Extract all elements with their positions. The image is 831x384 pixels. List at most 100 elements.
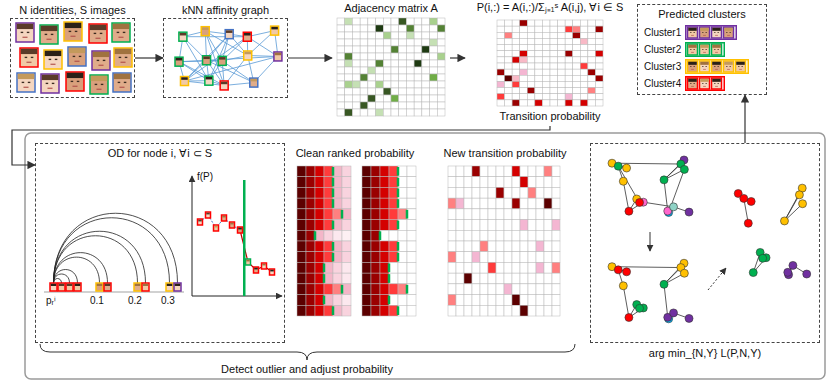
matrix-cell bbox=[536, 241, 544, 252]
matrix-cell bbox=[573, 75, 581, 81]
face-hair bbox=[221, 82, 228, 85]
matrix-cell bbox=[333, 198, 342, 209]
matrix-cell bbox=[496, 295, 504, 306]
graph-edge bbox=[184, 56, 277, 81]
matrix-cell bbox=[504, 209, 512, 220]
face-mouth bbox=[95, 38, 100, 39]
optimization-panel: arg min_{N,Y} L(P,N,Y) bbox=[590, 143, 820, 343]
matrix-cell bbox=[505, 69, 513, 75]
matrix-cell bbox=[472, 273, 480, 284]
matrix-cell bbox=[588, 20, 596, 26]
matrix-cell bbox=[430, 60, 438, 67]
cutoff-mark bbox=[388, 263, 391, 272]
face-eye bbox=[730, 32, 731, 34]
matrix-cell bbox=[520, 198, 528, 209]
matrix-cell bbox=[398, 273, 407, 284]
matrix-cell bbox=[306, 273, 315, 284]
matrix-cell bbox=[504, 262, 512, 273]
graph-node bbox=[795, 191, 803, 199]
graph-node bbox=[619, 282, 627, 290]
face-hair bbox=[244, 33, 251, 36]
matrix-cell bbox=[315, 220, 324, 231]
matrix-cell bbox=[368, 18, 376, 25]
matrix-cell bbox=[520, 20, 528, 26]
matrix-cell bbox=[464, 284, 472, 295]
face-hair bbox=[180, 33, 187, 36]
matrix-cell bbox=[580, 69, 588, 75]
face-eye bbox=[718, 66, 719, 68]
graph-node bbox=[619, 177, 627, 185]
matrix-cell bbox=[437, 46, 445, 53]
matrix-cell bbox=[414, 60, 422, 67]
matrix-cell bbox=[552, 187, 560, 198]
matrix-cell bbox=[333, 220, 342, 231]
cluster-row: Cluster3 bbox=[644, 59, 762, 74]
matrix-cell bbox=[337, 109, 345, 116]
matrix-cell bbox=[580, 63, 588, 69]
face-mouth bbox=[72, 86, 77, 87]
matrix-cell bbox=[528, 273, 536, 284]
cutoff-mark bbox=[406, 210, 409, 219]
matrix-cell bbox=[383, 67, 391, 74]
face-hair bbox=[271, 27, 278, 30]
matrix-cell bbox=[360, 102, 368, 109]
matrix-cell bbox=[368, 32, 376, 39]
cutoff-mark bbox=[397, 178, 400, 187]
face-eye bbox=[22, 82, 25, 83]
matrix-cell bbox=[505, 75, 513, 81]
matrix-cell bbox=[542, 75, 550, 81]
matrix-cell bbox=[497, 38, 505, 44]
face-eye bbox=[100, 33, 103, 34]
graph-node bbox=[740, 194, 748, 202]
matrix-cell bbox=[595, 63, 603, 69]
face-eye bbox=[714, 49, 715, 51]
matrix-cell bbox=[488, 305, 496, 316]
matrix-cell bbox=[306, 305, 315, 316]
matrix-cell bbox=[535, 100, 543, 106]
matrix-cell bbox=[595, 88, 603, 94]
matrix-cell bbox=[456, 198, 464, 209]
matrix-cell bbox=[380, 177, 389, 188]
matrix-cell bbox=[497, 57, 505, 63]
face-eye bbox=[702, 32, 703, 34]
matrix-cell bbox=[542, 32, 550, 38]
face-hair bbox=[262, 264, 266, 266]
matrix-cell bbox=[398, 284, 407, 295]
face-eye bbox=[103, 60, 106, 61]
cutoff-mark bbox=[397, 253, 400, 262]
matrix-cell bbox=[528, 187, 536, 198]
matrix-cell bbox=[380, 166, 389, 177]
matrix-cell bbox=[448, 209, 456, 220]
matrix-cell bbox=[573, 88, 581, 94]
matrix-cell bbox=[383, 81, 391, 88]
matrix-cell bbox=[383, 39, 391, 46]
matrix-cell bbox=[437, 25, 445, 32]
face-thumbnail bbox=[58, 283, 65, 291]
matrix-cell bbox=[297, 305, 306, 316]
matrix-cell bbox=[504, 241, 512, 252]
cutoff-mark bbox=[388, 274, 391, 283]
matrix-block: P(i,:) = A(i,:)/Σⱼ₌₁ˢ A(i,j), ∀i ∈ STran… bbox=[465, 0, 635, 126]
matrix-cell bbox=[352, 109, 360, 116]
matrix-cell bbox=[512, 45, 520, 51]
face-hair bbox=[59, 284, 65, 286]
matrix-cell bbox=[448, 305, 456, 316]
matrix-cell bbox=[333, 252, 342, 263]
matrix-cell bbox=[297, 252, 306, 263]
pipeline-frame bbox=[25, 133, 825, 379]
matrix-cell bbox=[520, 187, 528, 198]
matrix-cell bbox=[371, 305, 380, 316]
matrix-cell bbox=[406, 102, 414, 109]
matrix-cell bbox=[520, 177, 528, 188]
matrix-cell bbox=[497, 51, 505, 57]
face-hair bbox=[246, 260, 250, 262]
face-hair bbox=[701, 79, 710, 82]
cutoff-mark bbox=[332, 253, 335, 262]
graph-node bbox=[803, 270, 811, 278]
matrix-cell bbox=[389, 262, 398, 273]
matrix-cell bbox=[456, 220, 464, 231]
face-mouth bbox=[691, 68, 694, 70]
face-thumbnail bbox=[203, 56, 211, 65]
matrix-cell bbox=[496, 166, 504, 177]
